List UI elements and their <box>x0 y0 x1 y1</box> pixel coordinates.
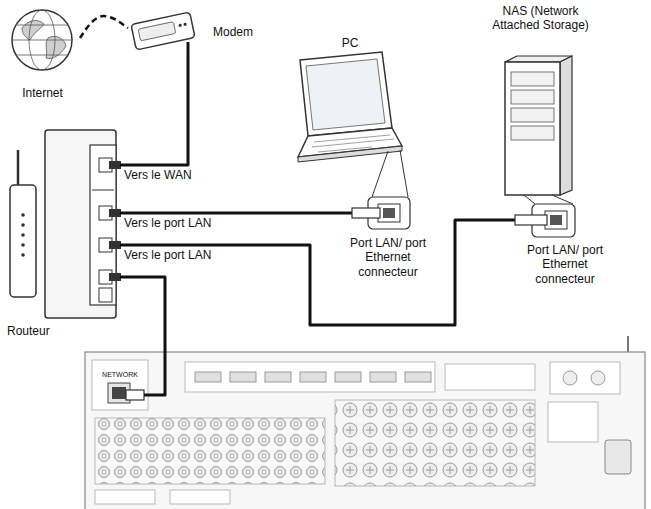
cable-plug <box>109 241 121 249</box>
hdmi-area <box>185 362 435 392</box>
control-area <box>548 402 598 442</box>
antenna-area <box>550 362 620 394</box>
hdmi-port <box>335 372 361 382</box>
pc-node: PC <box>285 34 415 232</box>
edge-label: Vers le port LAN <box>123 216 212 230</box>
router-port-panel <box>45 130 121 318</box>
router-led <box>21 233 25 237</box>
dashed-link <box>80 16 128 38</box>
edge-label: Vers le WAN <box>123 168 193 182</box>
continent <box>22 21 44 40</box>
network-cable <box>120 212 285 215</box>
laptop-screen <box>300 52 392 136</box>
rj45-opening <box>550 215 562 225</box>
rca-jack-area <box>95 418 325 484</box>
antenna-jack <box>563 371 577 385</box>
node-text: NAS (Network Attached Storage) <box>491 4 591 33</box>
lan-cable <box>478 219 515 222</box>
cloud-node: Internet <box>5 4 80 102</box>
modem-led <box>178 23 182 27</box>
component-area <box>445 364 535 390</box>
node-text: NETWORK <box>102 371 138 379</box>
network-port-node: NETWORK <box>96 369 144 411</box>
router-back <box>45 130 116 318</box>
nas-icon <box>478 56 575 237</box>
ac-inlet <box>605 440 631 474</box>
port-label: Port LAN/ port Ethernet connecteur <box>338 236 438 279</box>
router-node: Routeur <box>5 125 120 340</box>
modem-body <box>131 12 195 50</box>
hdmi-port <box>195 372 221 382</box>
receiver-back-panel <box>85 336 645 509</box>
node-text: PC <box>342 36 359 50</box>
panel-outline <box>85 352 645 509</box>
trigger-area <box>95 490 155 504</box>
router-led <box>21 223 25 227</box>
nas-front <box>505 62 560 195</box>
leader-line <box>372 150 408 197</box>
hdmi-port <box>265 372 291 382</box>
router-antenna <box>17 150 20 186</box>
speaker-terminal-area <box>335 400 535 486</box>
rj45-opening <box>383 208 395 218</box>
hdmi-port <box>230 372 256 382</box>
laptop-edge <box>298 146 402 162</box>
router-led <box>21 243 25 247</box>
modem-icon <box>131 12 195 50</box>
drive-bay <box>511 126 554 140</box>
drive-bay <box>511 72 554 86</box>
node-text: Routeur <box>7 324 50 338</box>
nas-side <box>560 56 572 195</box>
lan-cable <box>285 212 352 215</box>
modem-led <box>183 22 187 26</box>
laptop-keys <box>312 135 394 152</box>
edge-label: Vers le port LAN <box>123 248 212 262</box>
hdmi-port <box>300 372 326 382</box>
nas-node: NAS (Network Attached Storage) <box>478 2 603 240</box>
rj45-jack <box>545 211 567 229</box>
router-led <box>21 253 25 257</box>
hdmi-port <box>370 372 396 382</box>
rj45-jack <box>378 204 400 222</box>
node-text: Modem <box>213 25 253 39</box>
network-cable <box>120 56 188 165</box>
cable-plug <box>109 209 121 217</box>
network-area <box>92 360 148 410</box>
antenna-jack <box>591 371 605 385</box>
cable-plug <box>352 208 380 218</box>
modem-panel <box>138 22 176 41</box>
leader-line <box>524 195 573 204</box>
router-led <box>21 213 25 217</box>
cable-plug <box>515 215 547 225</box>
node-text: Internet <box>22 86 63 100</box>
globe-icon <box>12 10 72 70</box>
laptop-icon <box>285 52 410 229</box>
ir-area <box>170 490 230 504</box>
drive-bay <box>511 90 554 104</box>
router-body <box>10 185 36 297</box>
wan-separator <box>92 190 114 191</box>
cable-plug <box>109 273 121 281</box>
parallel <box>12 25 72 55</box>
modem-node: Modem <box>128 8 255 56</box>
cable-plug <box>126 390 144 400</box>
cable-plug <box>109 161 121 169</box>
laptop-display <box>306 59 385 130</box>
drive-bay <box>511 108 554 122</box>
network-cable <box>120 220 478 325</box>
modem-cable <box>187 42 190 56</box>
rj45-port <box>99 288 112 302</box>
network-opening <box>112 387 126 399</box>
router-icon <box>10 150 36 297</box>
globe-outline <box>12 10 72 70</box>
hdmi-port <box>405 372 431 382</box>
port-label: Port LAN/ port Ethernet connecteur <box>515 243 615 286</box>
